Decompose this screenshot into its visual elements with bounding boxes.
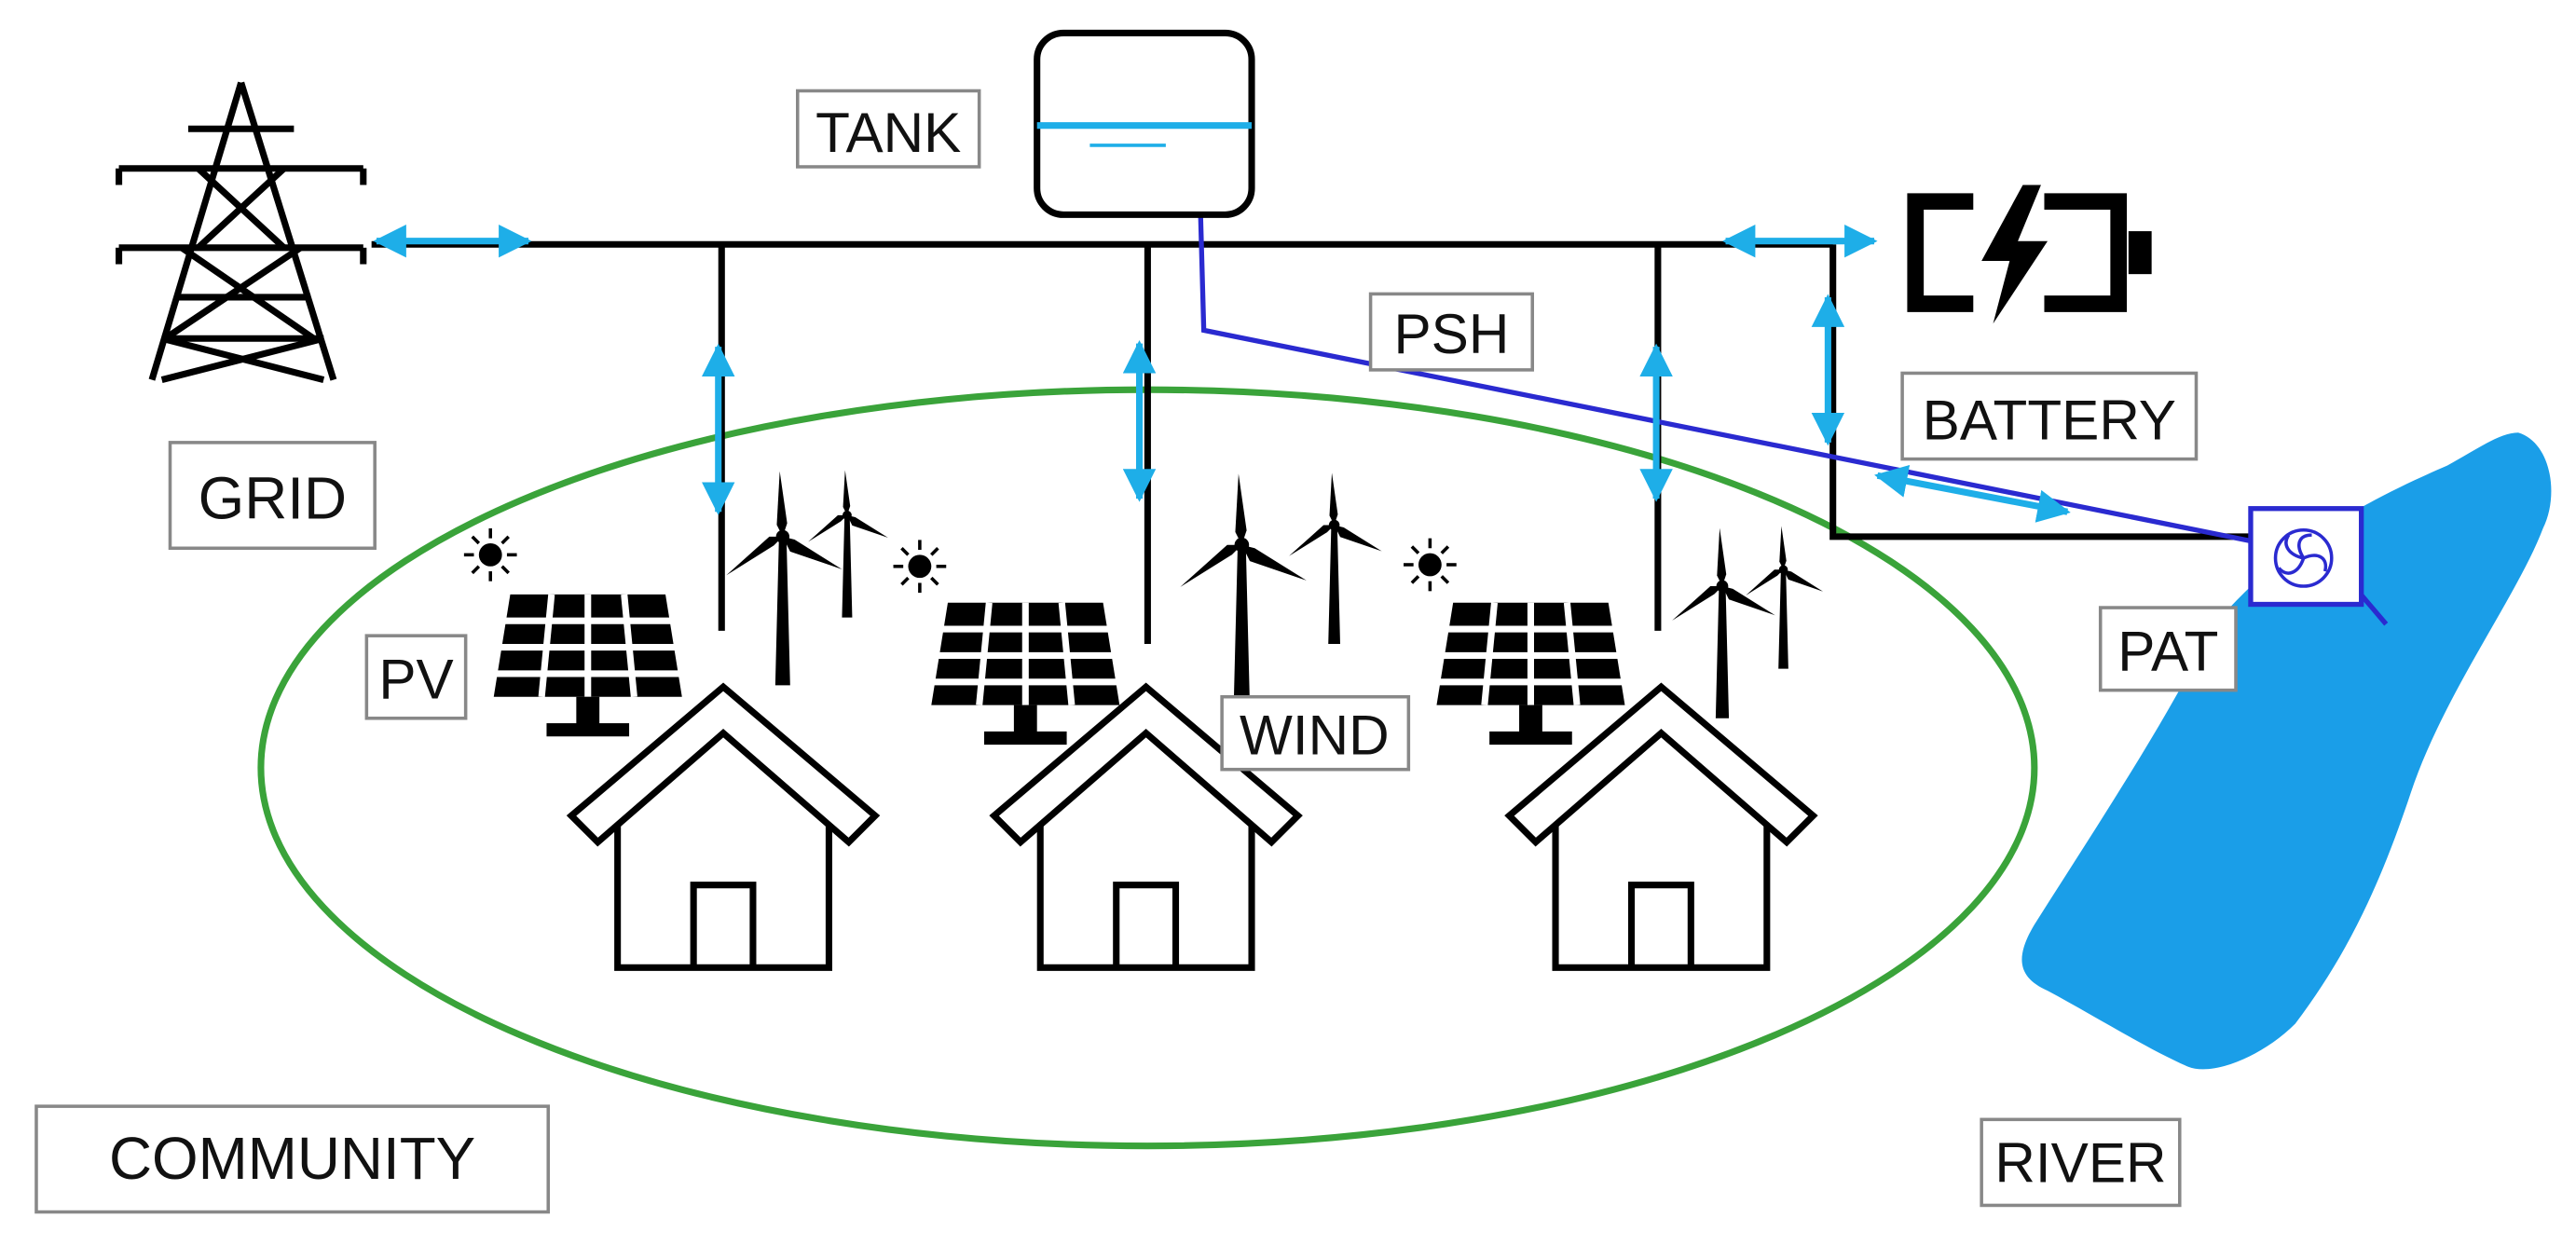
wind-turbine-icon [1746, 526, 1824, 669]
transmission-tower-icon [116, 81, 367, 383]
river-shape [2021, 432, 2552, 1070]
svg-text:COMMUNITY: COMMUNITY [109, 1125, 475, 1192]
community-label: COMMUNITY [34, 1104, 551, 1214]
solar-panel-icon [1432, 603, 1630, 745]
sun-icon [462, 527, 519, 583]
pat-flow-arrow [1874, 464, 2071, 523]
house-icon [1509, 687, 1813, 967]
wind-turbine-icon [1180, 473, 1307, 707]
wind-turbine-icon [1289, 472, 1382, 645]
svg-text:PV: PV [378, 648, 453, 711]
solar-panel-icon [488, 595, 687, 736]
battery-label: BATTERY [1900, 371, 2199, 461]
svg-text:RIVER: RIVER [1994, 1131, 2166, 1195]
sun-icon [891, 538, 949, 595]
svg-text:WIND: WIND [1240, 704, 1390, 767]
tank-label: TANK [796, 89, 981, 169]
sun-icon [1402, 536, 1459, 594]
pump-as-turbine-icon [2248, 506, 2364, 608]
svg-text:PAT: PAT [2117, 619, 2218, 682]
water-tank-icon [1034, 29, 1255, 218]
svg-text:BATTERY: BATTERY [1923, 388, 2176, 451]
pv-label: PV [364, 634, 468, 720]
psh-label: PSH [1368, 292, 1534, 372]
svg-text:TANK: TANK [815, 101, 961, 164]
wind-turbine-icon [1672, 527, 1775, 718]
grid-label: GRID [168, 441, 377, 551]
wind-turbine-icon [808, 470, 888, 618]
battery-charging-icon [1907, 185, 2152, 324]
river-label: RIVER [1980, 1117, 2182, 1208]
wind-turbine-icon [726, 471, 843, 686]
svg-text:PSH: PSH [1393, 302, 1509, 365]
wind-label: WIND [1220, 694, 1411, 772]
pat-label: PAT [2098, 606, 2238, 692]
solar-panel-icon [926, 603, 1125, 745]
flow-arrows [373, 224, 2071, 523]
svg-text:GRID: GRID [199, 464, 347, 531]
